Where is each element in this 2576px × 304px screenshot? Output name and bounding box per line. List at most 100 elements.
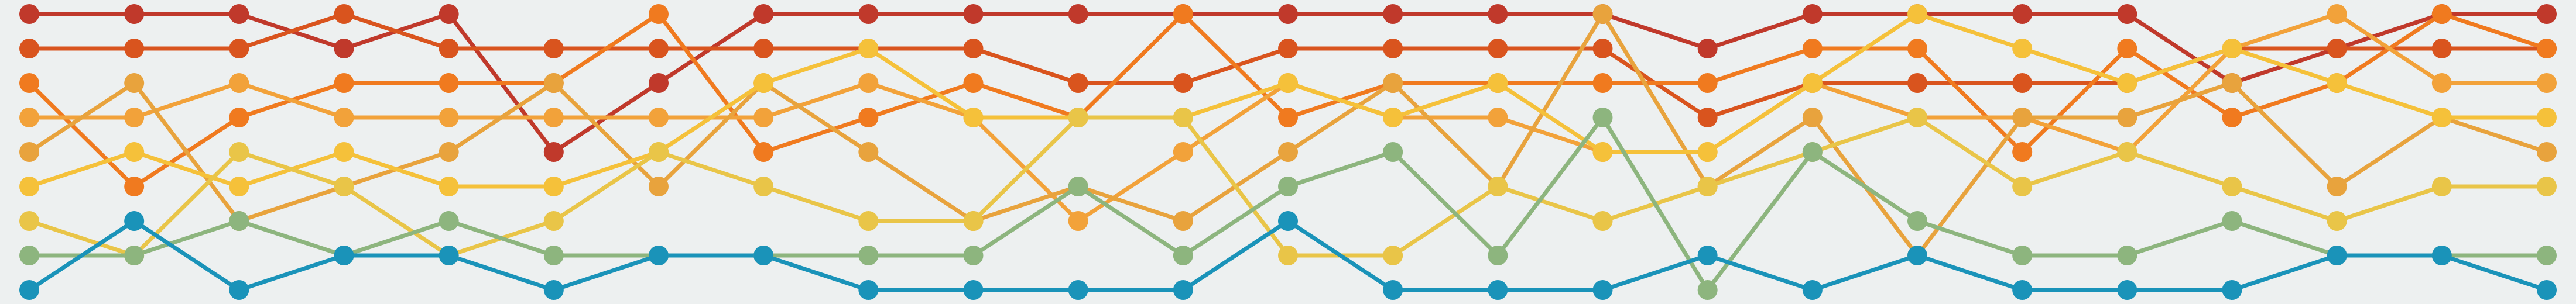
series-7-point-4 [334, 177, 354, 196]
series-4-point-3 [229, 73, 249, 93]
series-9-point-7 [649, 246, 669, 265]
series-5-point-22 [2222, 73, 2242, 93]
series-4-point-5 [439, 108, 459, 127]
series-3-point-16 [1592, 73, 1613, 93]
series-1-point-9 [858, 4, 879, 24]
series-7-point-11 [1068, 108, 1088, 127]
series-8-point-20 [2012, 246, 2033, 265]
series-3-point-21 [2117, 39, 2137, 58]
series-6-point-20 [2012, 39, 2033, 58]
series-4-point-23 [2327, 4, 2347, 24]
series-5-point-14 [1383, 73, 1403, 93]
series-6-point-17 [1697, 142, 1718, 162]
series-2-point-3 [229, 39, 249, 58]
series-9-point-6 [543, 280, 564, 300]
series-2-point-14 [1383, 39, 1403, 58]
series-7-point-8 [753, 177, 774, 196]
series-6-point-25 [2537, 108, 2557, 127]
series-8-point-25 [2537, 246, 2557, 265]
series-6-point-19 [1907, 4, 1927, 24]
series-1-point-17 [1697, 39, 1718, 58]
series-3-point-1 [19, 73, 39, 93]
series-7-point-21 [2117, 142, 2137, 162]
series-1-point-3 [229, 4, 249, 24]
series-3-point-3 [229, 108, 249, 127]
series-9-point-3 [229, 280, 249, 300]
series-1-point-25 [2537, 4, 2557, 24]
series-9-point-16 [1592, 280, 1613, 300]
series-3-point-2 [124, 177, 145, 196]
series-3-point-25 [2537, 39, 2557, 58]
series-3-point-4 [334, 73, 354, 93]
series-1-point-7 [649, 73, 669, 93]
series-3-point-24 [2431, 4, 2452, 24]
series-7-point-10 [963, 211, 984, 231]
series-9-point-24 [2431, 246, 2452, 265]
series-3-point-12 [1173, 4, 1193, 24]
series-3-point-20 [2012, 142, 2033, 162]
series-2-point-17 [1697, 108, 1718, 127]
series-6-point-13 [1278, 73, 1298, 93]
series-2-point-7 [649, 39, 669, 58]
series-1-point-21 [2117, 4, 2137, 24]
series-6-point-23 [2327, 73, 2347, 93]
series-1-point-14 [1383, 4, 1403, 24]
series-1-point-1 [19, 4, 39, 24]
series-7-point-16 [1592, 211, 1613, 231]
series-5-point-25 [2537, 142, 2557, 162]
series-9-point-22 [2222, 280, 2242, 300]
series-4-point-24 [2431, 73, 2452, 93]
series-7-point-14 [1383, 246, 1403, 265]
series-3-point-19 [1907, 39, 1927, 58]
series-5-point-16 [1592, 4, 1613, 24]
series-6-point-18 [1802, 73, 1823, 93]
series-4-point-1 [19, 108, 39, 127]
series-5-point-20 [2012, 108, 2033, 127]
series-6-point-16 [1592, 142, 1613, 162]
series-9-point-18 [1802, 280, 1823, 300]
series-8-point-6 [543, 246, 564, 265]
series-3-point-10 [963, 73, 984, 93]
series-6-point-24 [2431, 108, 2452, 127]
series-5-point-6 [543, 73, 564, 93]
series-6-point-10 [963, 108, 984, 127]
series-8-point-13 [1278, 177, 1298, 196]
series-3-point-13 [1278, 108, 1298, 127]
series-3-point-8 [753, 142, 774, 162]
series-7-point-7 [649, 142, 669, 162]
series-1-point-10 [963, 4, 984, 24]
series-8-point-21 [2117, 246, 2137, 265]
series-8-point-2 [124, 246, 145, 265]
series-5-point-9 [858, 142, 879, 162]
series-5-point-5 [439, 142, 459, 162]
series-2-point-8 [753, 39, 774, 58]
series-2-point-4 [334, 4, 354, 24]
series-1-point-4 [334, 39, 354, 58]
series-5-point-13 [1278, 142, 1298, 162]
series-2-point-5 [439, 39, 459, 58]
series-8-point-12 [1173, 246, 1193, 265]
series-8-point-9 [858, 246, 879, 265]
series-8-point-10 [963, 246, 984, 265]
series-5-point-18 [1802, 108, 1823, 127]
series-7-point-25 [2537, 177, 2557, 196]
series-7-point-17 [1697, 177, 1718, 196]
series-2-point-16 [1592, 39, 1613, 58]
series-5-point-2 [124, 73, 145, 93]
series-7-point-12 [1173, 108, 1193, 127]
series-9-point-13 [1278, 211, 1298, 231]
series-3-point-5 [439, 73, 459, 93]
series-2-point-20 [2012, 73, 2033, 93]
series-1-point-5 [439, 4, 459, 24]
series-4-point-4 [334, 108, 354, 127]
series-8-point-3 [229, 211, 249, 231]
series-9-point-4 [334, 246, 354, 265]
series-8-point-16 [1592, 108, 1613, 127]
series-2-point-24 [2431, 39, 2452, 58]
series-6-point-2 [124, 142, 145, 162]
series-4-point-25 [2537, 73, 2557, 93]
series-6-point-21 [2117, 73, 2137, 93]
series-5-point-1 [19, 142, 39, 162]
series-points [19, 4, 2557, 300]
